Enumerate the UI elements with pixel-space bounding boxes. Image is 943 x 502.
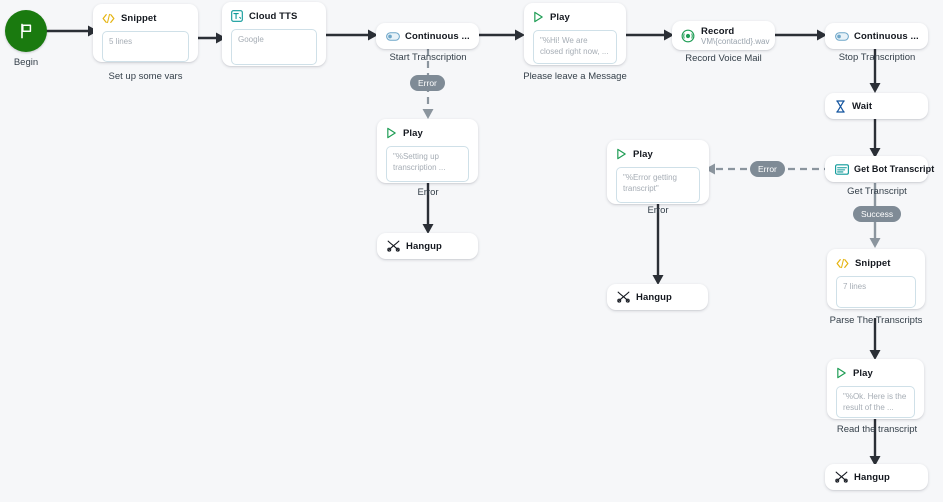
node-stop-transcription[interactable]: Continuous ... — [825, 23, 928, 49]
edge-badge-success-get-transcript[interactable]: Success — [853, 206, 902, 222]
node-body-value[interactable]: "%Setting up transcription ... — [386, 146, 469, 182]
node-title: Play — [853, 367, 873, 379]
node-play-transcript-error[interactable]: Play "%Error getting transcript" — [607, 140, 709, 204]
hangup-icon — [617, 291, 630, 303]
code-icon — [102, 13, 115, 24]
edge-start-transcription-to-play — [479, 28, 525, 42]
node-title: Play — [403, 127, 423, 139]
caption-record-voicemail: Record Voice Mail — [685, 53, 762, 64]
node-body-value[interactable]: 7 lines — [836, 276, 916, 308]
record-icon — [681, 29, 695, 43]
hangup-icon — [387, 240, 400, 252]
edge-badge-error-start-transcription[interactable]: Error — [410, 75, 445, 91]
node-snippet-vars[interactable]: Snippet 5 lines — [93, 4, 198, 62]
node-body-value[interactable]: "%Hi! We are closed right now, ... — [533, 30, 617, 64]
begin-label: Begin — [13, 57, 39, 68]
caption-snippet-vars: Set up some vars — [108, 71, 183, 82]
toggle-icon — [835, 31, 849, 41]
node-start-transcription[interactable]: Continuous ... — [376, 23, 479, 49]
node-title: Get Bot Transcript — [854, 164, 935, 174]
node-header: Play — [533, 10, 617, 24]
node-play-setup-error[interactable]: Play "%Setting up transcription ... — [377, 119, 478, 183]
node-hangup-left[interactable]: Hangup — [377, 233, 478, 259]
node-wait[interactable]: Wait — [825, 93, 928, 119]
node-title: Wait — [852, 100, 873, 112]
node-body-value[interactable]: "%Error getting transcript" — [616, 167, 700, 203]
caption-snippet-parse: Parse The Transcripts — [829, 315, 923, 326]
edge-play-result-to-hangup — [868, 418, 882, 466]
node-body-value[interactable]: 5 lines — [102, 31, 189, 62]
edge-wait-to-get-bot-transcript — [868, 119, 882, 158]
node-record-voicemail[interactable]: Record VM\{contactId}.wav — [672, 21, 775, 50]
node-title: Play — [550, 11, 570, 23]
edge-snippet-parse-to-play-result — [868, 318, 882, 360]
node-cloud-tts[interactable]: Cloud TTS Google — [222, 2, 326, 66]
edge-snippet-to-cloudtts — [196, 31, 226, 45]
caption-play-setup-error: Error — [417, 187, 439, 198]
text-to-speech-icon — [231, 10, 243, 22]
edge-play-transcript-error-to-hangup — [651, 203, 665, 285]
node-hangup-right[interactable]: Hangup — [825, 464, 928, 490]
node-title: Continuous ... — [405, 30, 470, 42]
caption-play-transcript-error: Error — [647, 205, 669, 216]
edge-record-to-stop-transcription — [775, 28, 827, 42]
node-header: Cloud TTS — [231, 9, 317, 23]
node-play-result[interactable]: Play "%Ok. Here is the result of the ... — [827, 359, 924, 419]
node-title: Continuous ... — [854, 30, 919, 42]
node-snippet-parse[interactable]: Snippet 7 lines — [827, 249, 925, 309]
node-header: Play — [386, 126, 469, 140]
hourglass-icon — [835, 99, 846, 113]
node-title: Hangup — [406, 240, 442, 252]
flag-icon — [17, 22, 35, 40]
toggle-icon — [386, 31, 400, 41]
edge-begin-to-snippet — [46, 24, 98, 38]
begin-node[interactable] — [5, 10, 47, 52]
play-icon — [386, 127, 397, 139]
node-title: Hangup — [854, 471, 890, 483]
caption-play-result: Read the transcript — [836, 424, 918, 435]
node-title: Record — [701, 25, 735, 37]
node-subtitle: VM\{contactId}.wav — [701, 36, 770, 46]
edge-stop-transcription-to-wait — [868, 49, 882, 93]
play-icon — [616, 148, 627, 160]
caption-start-transcription: Start Transcription — [389, 52, 467, 63]
play-icon — [533, 11, 544, 23]
node-title: Cloud TTS — [249, 10, 298, 22]
node-header: Snippet — [102, 11, 189, 25]
node-header: Snippet — [836, 256, 916, 270]
edge-play-to-record — [626, 28, 674, 42]
node-title: Play — [633, 148, 653, 160]
node-body-value[interactable]: Google — [231, 29, 317, 65]
node-play-greeting[interactable]: Play "%Hi! We are closed right now, ... — [524, 3, 626, 65]
edge-play-setup-error-to-hangup — [421, 182, 435, 234]
caption-stop-transcription: Stop Transcription — [838, 52, 916, 63]
node-body-value[interactable]: "%Ok. Here is the result of the ... — [836, 386, 915, 418]
caption-get-bot-transcript: Get Transcript — [847, 186, 907, 197]
node-hangup-middle[interactable]: Hangup — [607, 284, 708, 310]
node-title: Snippet — [121, 12, 157, 24]
caption-play-greeting: Please leave a Message — [523, 71, 627, 82]
play-icon — [836, 367, 847, 379]
edge-cloudtts-to-start-transcription — [324, 28, 378, 42]
code-icon — [836, 258, 849, 269]
transcript-icon — [835, 163, 849, 175]
node-title: Snippet — [855, 257, 891, 269]
edge-badge-error-get-transcript[interactable]: Error — [750, 161, 785, 177]
hangup-icon — [835, 471, 848, 483]
node-header: Play — [616, 147, 700, 161]
edge-get-bot-transcript-to-play-error — [703, 162, 831, 176]
node-title: Hangup — [636, 291, 672, 303]
node-get-bot-transcript[interactable]: Get Bot Transcript — [825, 156, 934, 182]
node-header: Play — [836, 366, 915, 380]
